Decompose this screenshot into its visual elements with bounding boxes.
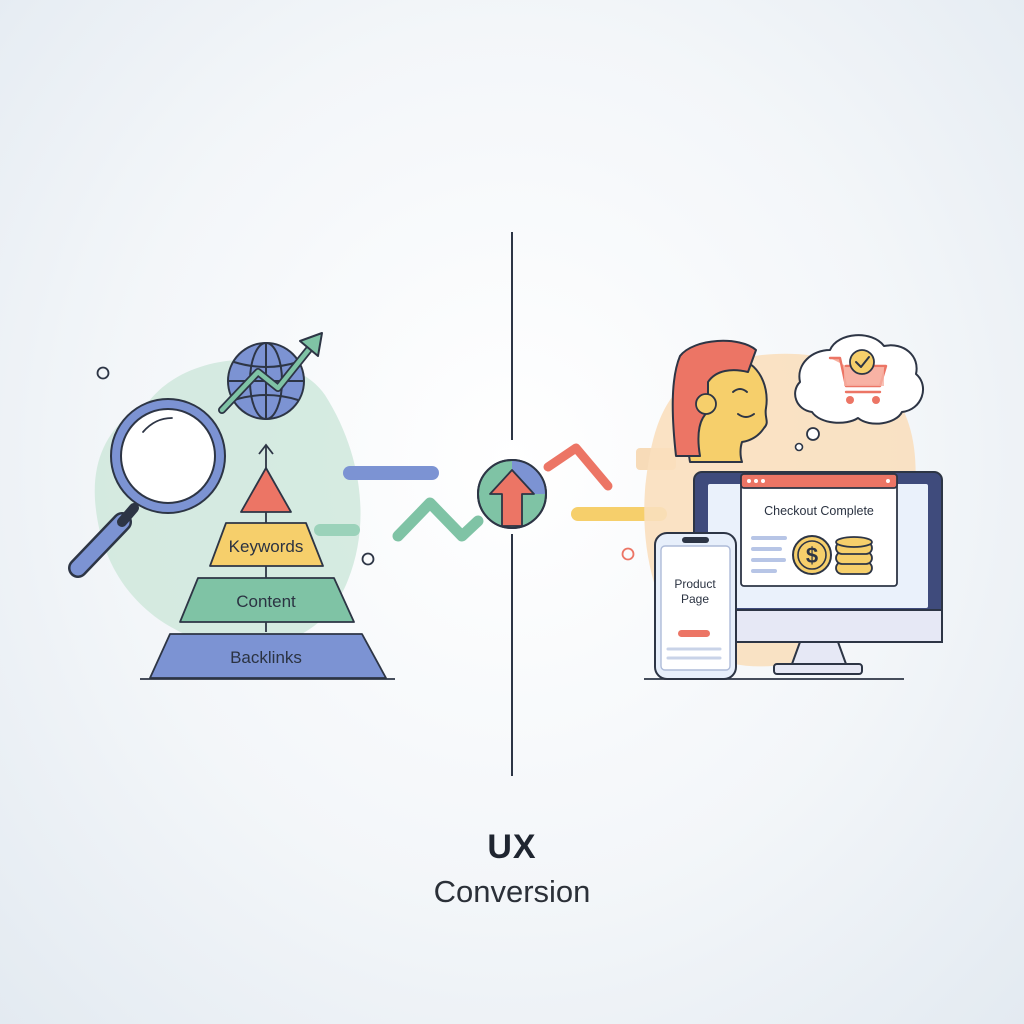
- coral-wave-line: [543, 443, 613, 491]
- pyramid-tier-middle: [179, 577, 355, 623]
- checkmark-badge-icon: [849, 349, 875, 375]
- phone-cta-button: [678, 630, 710, 637]
- axis-arrowhead-icon: [258, 443, 274, 455]
- svg-text:$: $: [806, 543, 818, 568]
- center-connector: [314, 443, 676, 542]
- growth-arrow-badge-icon: [477, 459, 547, 529]
- window-control-dot-icon: [761, 479, 765, 483]
- caption-subtitle: Conversion: [433, 874, 591, 909]
- pyramid-tier-bottom: [149, 633, 387, 679]
- phone-page-label: Page: [681, 592, 709, 606]
- pyramid-peak-triangle: [240, 467, 292, 513]
- caption-title: UX: [487, 828, 537, 866]
- magnifying-glass-icon: [68, 398, 226, 578]
- decor-dot-center-left: [361, 552, 375, 566]
- pyramid-backlinks-label: Backlinks: [230, 648, 302, 667]
- phone-product-label: Product: [674, 577, 716, 591]
- window-control-dot-icon: [754, 479, 758, 483]
- dollar-coin-icon: $: [792, 535, 832, 575]
- pyramid-keywords-label: Keywords: [229, 537, 304, 556]
- checkout-complete-title: Checkout Complete: [764, 504, 874, 518]
- trend-up-arrow-icon: [218, 332, 323, 414]
- mobile-phone: Product Page: [654, 532, 737, 680]
- seo-illustration: Keywords Content Backlinks: [68, 332, 395, 680]
- pyramid-content-label: Content: [236, 592, 296, 611]
- ux-illustration: Checkout Complete $ Product Page: [621, 334, 943, 680]
- user-avatar-icon: [671, 339, 768, 463]
- decor-dot-left: [96, 366, 110, 380]
- green-wave-line: [392, 497, 484, 542]
- window-control-dot-icon: [886, 479, 890, 483]
- window-control-dot-icon: [747, 479, 751, 483]
- coin-stack-icon: [835, 536, 873, 575]
- decor-dot-right: [621, 547, 635, 561]
- pyramid-tier-top: [209, 522, 324, 567]
